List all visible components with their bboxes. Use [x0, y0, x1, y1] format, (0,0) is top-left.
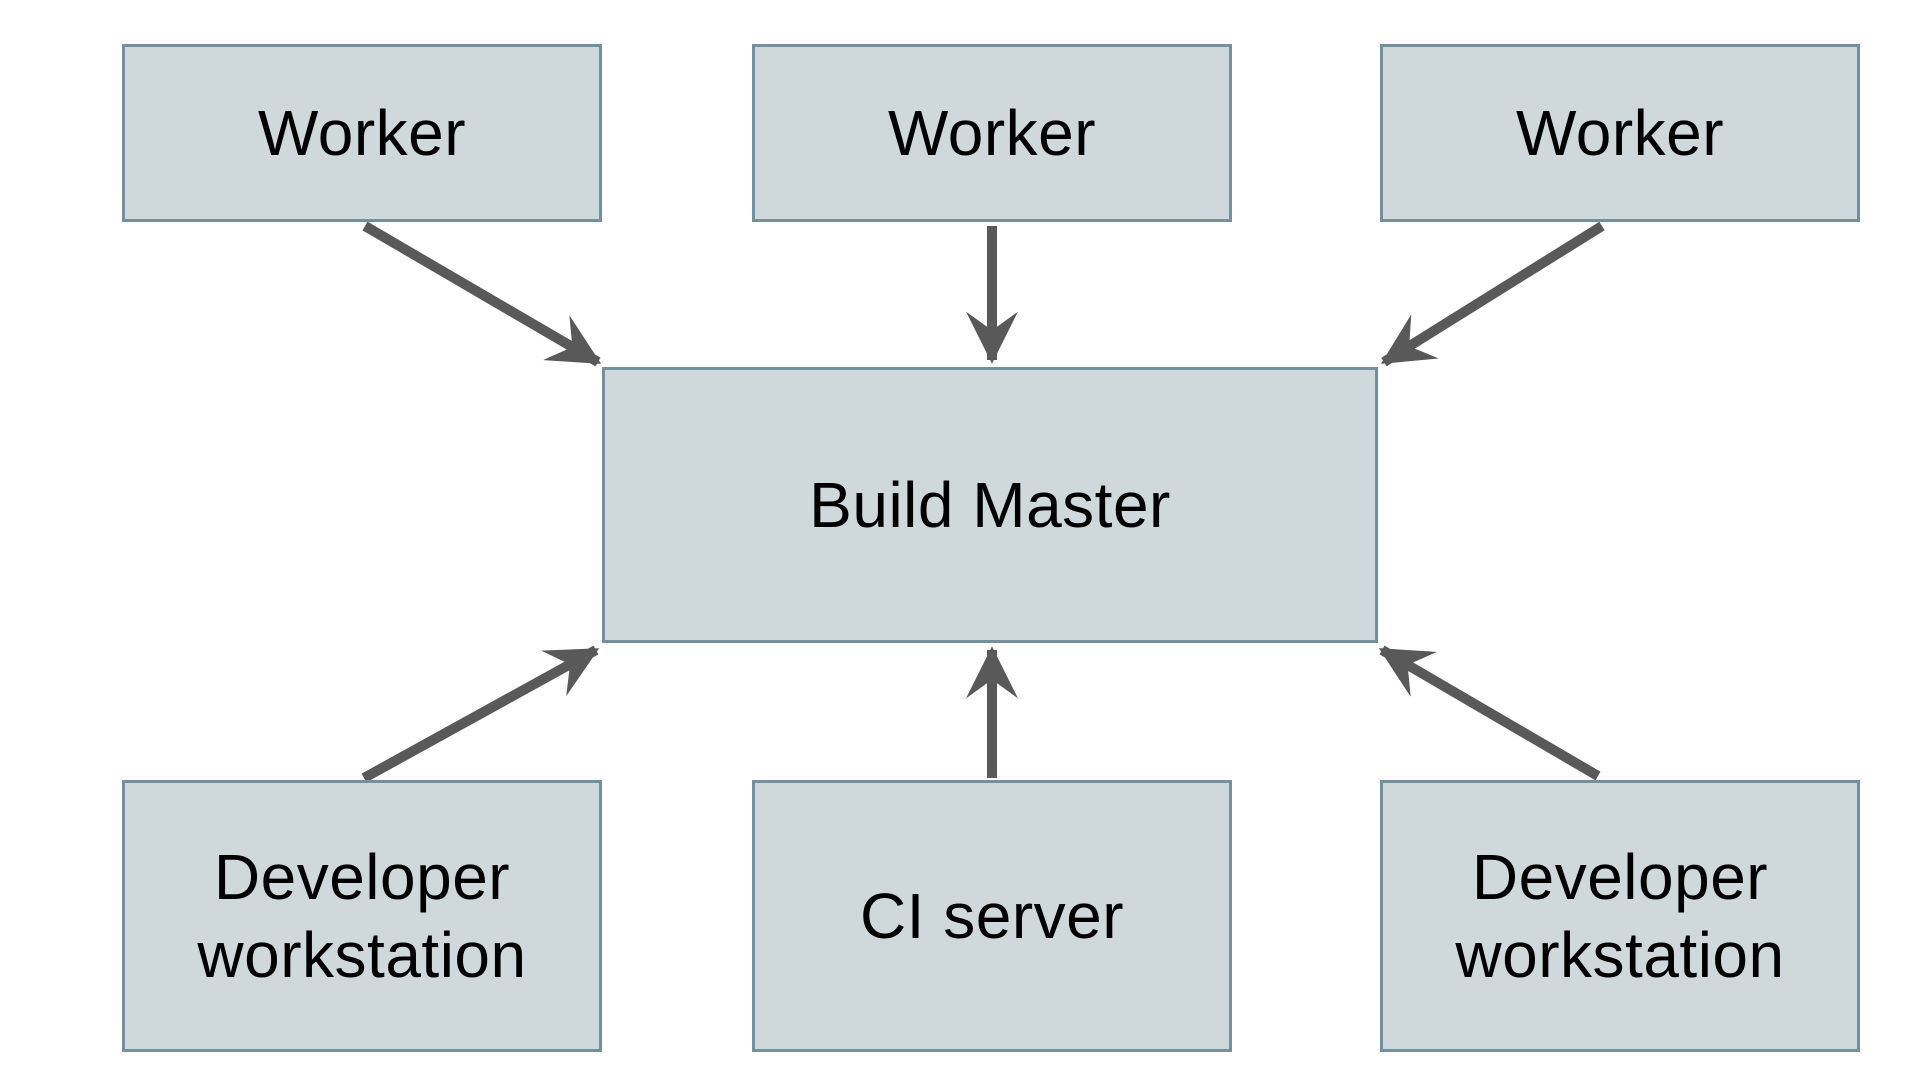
node-worker-3: Worker [1380, 44, 1860, 222]
node-developer-workstation-right: Developer workstation [1380, 780, 1860, 1052]
edge-devright-to-buildmaster [1378, 645, 1601, 781]
node-build-master-label: Build Master [809, 468, 1171, 541]
node-ci-server-label: CI server [859, 879, 1125, 952]
node-worker-3-label: Worker [1515, 96, 1725, 169]
node-ci-server: CI server [752, 780, 1232, 1052]
edge-devleft-to-buildmaster [361, 645, 600, 783]
edge-worker3-to-buildmaster [1380, 221, 1605, 367]
edge-worker1-to-buildmaster [362, 221, 602, 367]
node-worker-1-label: Worker [257, 96, 467, 169]
node-build-master: Build Master [602, 367, 1378, 643]
node-worker-2: Worker [752, 44, 1232, 222]
node-worker-2-label: Worker [887, 96, 1097, 169]
node-developer-workstation-left-label: Developer workstation [197, 840, 527, 991]
node-developer-workstation-left: Developer workstation [122, 780, 602, 1052]
node-developer-workstation-right-label: Developer workstation [1455, 840, 1785, 991]
node-worker-1: Worker [122, 44, 602, 222]
